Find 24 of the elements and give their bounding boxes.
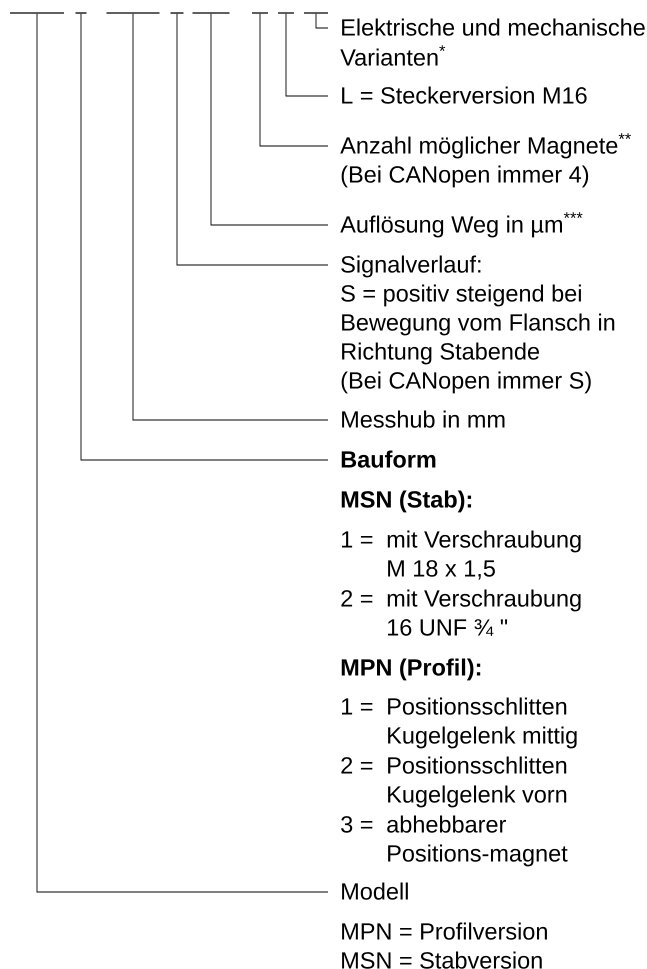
underline-bar (192, 12, 230, 14)
callout-text: Signalverlauf: S = positiv steigend bei Bewegung vom Flansch in Richtung Stabende (Bei CANopen immer S) (341, 256, 614, 394)
callout-text: Messhub in mm (342, 410, 504, 428)
leader-line (176, 13, 328, 266)
leader-line (316, 13, 328, 28)
leader-line (132, 13, 328, 420)
underline-bar (106, 12, 160, 14)
callout-text: L = Steckerversion M16 (342, 86, 587, 104)
callout-text: Auflösung Weg in µm$^{***}$ (340, 212, 583, 238)
underline-bar (278, 12, 294, 14)
underline-bar (10, 12, 64, 14)
callout-text: Anzahl möglicher Magnete$^{**}$ (Bei CANopen immer 4) (340, 133, 631, 188)
leader-line (36, 13, 328, 892)
underline-bar (252, 12, 268, 14)
leader-line (286, 13, 328, 96)
underline-bar (170, 12, 184, 14)
callout-text: Elektrische und mechanische Varianten$^{*}$ (340, 18, 645, 66)
leader-line (80, 13, 328, 460)
underline-bar (304, 12, 328, 14)
leader-line (260, 13, 328, 146)
underline-bar (76, 12, 86, 14)
callout-text: Bauform MSN (Stab): 1 = mit Verschraubung M 18 x 1,5 2 = mit Verschraubung 16 UNF ¾ " MPN (Profil): 1 = Positionsschlitten Kugelgelenk mittig 2 = Positionsschlitten Kugelgelenk vorn 3 = abhebbarer Positions-magnet (341, 450, 581, 866)
callout-text: Modell MPN = Profilversion MSN = Stabversion (342, 882, 547, 969)
leader-line (210, 13, 328, 226)
